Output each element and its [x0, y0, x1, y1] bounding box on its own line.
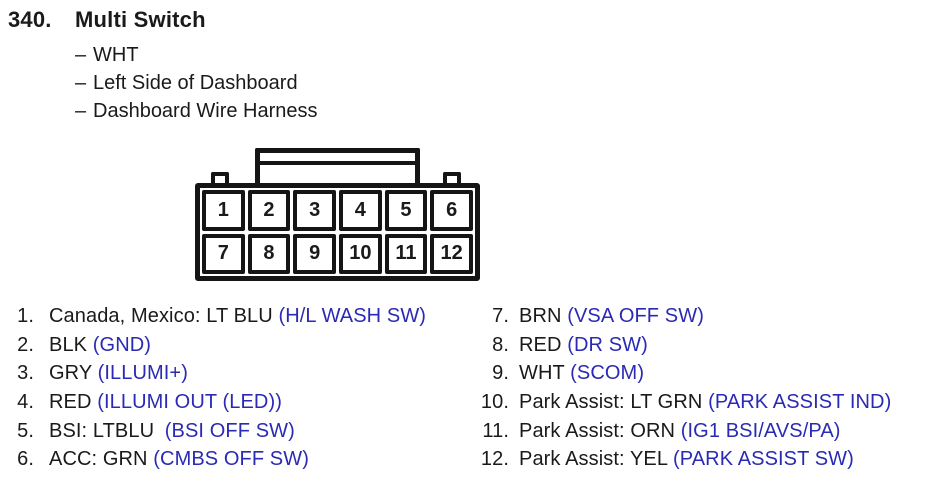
wire-color-label: RED	[49, 390, 92, 413]
wire-color-label: BRN	[519, 304, 562, 327]
signal-name: (H/L WASH SW)	[278, 304, 427, 327]
pin-cell-7: 7	[202, 233, 245, 274]
detail-label: WHT	[93, 44, 139, 66]
wire-color-label: Canada, Mexico: LT BLU	[49, 304, 273, 327]
wire-color-label: BSI: LTBLU	[49, 419, 155, 442]
wire-color-label: Park Assist: YEL	[519, 448, 668, 471]
pin-description: Park Assist: LT GRN (PARK ASSIST IND)	[519, 391, 891, 414]
signal-name: (SCOM)	[570, 362, 645, 385]
pin-row-1: 1. Canada, Mexico: LT BLU (H/L WASH SW)	[10, 302, 465, 331]
pin-number: 8.	[492, 333, 509, 356]
dash-bullet: –	[75, 72, 87, 94]
pin-number: 6.	[17, 448, 34, 471]
pin-cell-1: 1	[202, 190, 245, 231]
wire-color-label: WHT	[519, 362, 565, 385]
wire-color-label: ACC: GRN	[49, 448, 148, 471]
signal-name: (CMBS OFF SW)	[153, 448, 309, 471]
pin-row-7: 7. BRN (VSA OFF SW)	[470, 302, 940, 331]
signal-name: (BSI OFF SW)	[164, 419, 295, 442]
pin-row-6: 6. ACC: GRN (CMBS OFF SW)	[10, 445, 465, 474]
pin-row-9: 9. WHT (SCOM)	[470, 359, 940, 388]
pin-row-12: 12. Park Assist: YEL (PARK ASSIST SW)	[470, 445, 940, 474]
pin-number: 11.	[482, 419, 509, 442]
signal-name: (DR SW)	[567, 333, 648, 356]
pin-description: Park Assist: YEL (PARK ASSIST SW)	[519, 448, 854, 471]
pin-cell-10: 10	[339, 233, 382, 274]
signal-name: (PARK ASSIST SW)	[673, 448, 854, 471]
signal-name: (ILLUMI OUT (LED))	[97, 390, 282, 413]
pin-number: 1.	[17, 304, 34, 327]
pin-description: ACC: GRN (CMBS OFF SW)	[49, 448, 309, 471]
pin-number: 4.	[17, 390, 34, 413]
list-item: – Left Side of Dashboard	[75, 69, 318, 97]
pin-number: 7.	[492, 304, 509, 327]
pin-number: 12.	[480, 448, 509, 471]
pin-row-4: 4. RED (ILLUMI OUT (LED))	[10, 388, 465, 417]
connector-pin-grid: 1 2 3 4 5 6 7 8 9 10 11 12	[195, 183, 480, 281]
wire-color-label: RED	[519, 333, 562, 356]
pin-row-5: 5. BSI: LTBLU (BSI OFF SW)	[10, 417, 465, 446]
pin-number: 3.	[17, 362, 34, 385]
pin-description: WHT (SCOM)	[519, 362, 644, 385]
pin-description: BRN (VSA OFF SW)	[519, 305, 704, 328]
wire-color-label: GRY	[49, 362, 92, 385]
item-title: Multi Switch	[75, 7, 206, 32]
signal-name: (PARK ASSIST IND)	[708, 390, 892, 413]
pin-cell-8: 8	[247, 233, 291, 274]
list-item: – WHT	[75, 41, 318, 69]
pin-row-3: 3. GRY (ILLUMI+)	[10, 359, 465, 388]
pin-cell-5: 5	[384, 190, 428, 231]
wire-color-label: Park Assist: ORN	[519, 419, 676, 442]
pin-description: GRY (ILLUMI+)	[49, 362, 188, 385]
pin-list-right: 7. BRN (VSA OFF SW) 8. RED (DR SW) 9. WH…	[470, 302, 940, 474]
pin-cell-11: 11	[384, 233, 428, 274]
detail-label: Dashboard Wire Harness	[93, 100, 318, 122]
pin-description: Canada, Mexico: LT BLU (H/L WASH SW)	[49, 305, 426, 328]
pin-number: 2.	[17, 333, 34, 356]
dash-bullet: –	[75, 100, 87, 122]
pin-cell-6: 6	[430, 190, 473, 231]
item-number: 340.	[8, 7, 52, 32]
pin-cell-2: 2	[247, 190, 291, 231]
pin-cell-3: 3	[293, 190, 336, 231]
pin-row-10: 10. Park Assist: LT GRN (PARK ASSIST IND…	[470, 388, 940, 417]
wire-color-label: BLK	[49, 333, 88, 356]
pin-description: BSI: LTBLU (BSI OFF SW)	[49, 420, 295, 443]
pin-description: Park Assist: ORN (IG1 BSI/AVS/PA)	[519, 420, 841, 443]
pin-number: 10.	[480, 390, 509, 413]
wire-color-label: Park Assist: LT GRN	[519, 390, 703, 413]
pin-cell-9: 9	[293, 233, 336, 274]
connector-lock-tab	[255, 148, 420, 188]
pin-number: 5.	[17, 419, 34, 442]
signal-name: (IG1 BSI/AVS/PA)	[680, 419, 841, 442]
pin-number: 9.	[492, 362, 509, 385]
pin-row-11: 11. Park Assist: ORN (IG1 BSI/AVS/PA)	[470, 417, 940, 446]
pin-description: RED (ILLUMI OUT (LED))	[49, 391, 282, 414]
signal-name: (GND)	[92, 333, 152, 356]
pin-row-2: 2. BLK (GND)	[10, 331, 465, 360]
signal-name: (VSA OFF SW)	[567, 304, 704, 327]
pin-cell-4: 4	[339, 190, 382, 231]
page-title: 340. Multi Switch	[8, 7, 206, 33]
connector-details-list: – WHT – Left Side of Dashboard – Dashboa…	[75, 41, 318, 125]
pin-list-left: 1. Canada, Mexico: LT BLU (H/L WASH SW) …	[10, 302, 465, 474]
pin-description: RED (DR SW)	[519, 334, 648, 357]
connector-diagram: 1 2 3 4 5 6 7 8 9 10 11 12	[195, 148, 480, 281]
pin-row-8: 8. RED (DR SW)	[470, 331, 940, 360]
dash-bullet: –	[75, 44, 87, 66]
pin-cell-12: 12	[430, 233, 473, 274]
lock-tab-ridge	[260, 161, 415, 165]
signal-name: (ILLUMI+)	[97, 362, 188, 385]
list-item: – Dashboard Wire Harness	[75, 97, 318, 125]
pin-description: BLK (GND)	[49, 334, 151, 357]
detail-label: Left Side of Dashboard	[93, 72, 298, 94]
